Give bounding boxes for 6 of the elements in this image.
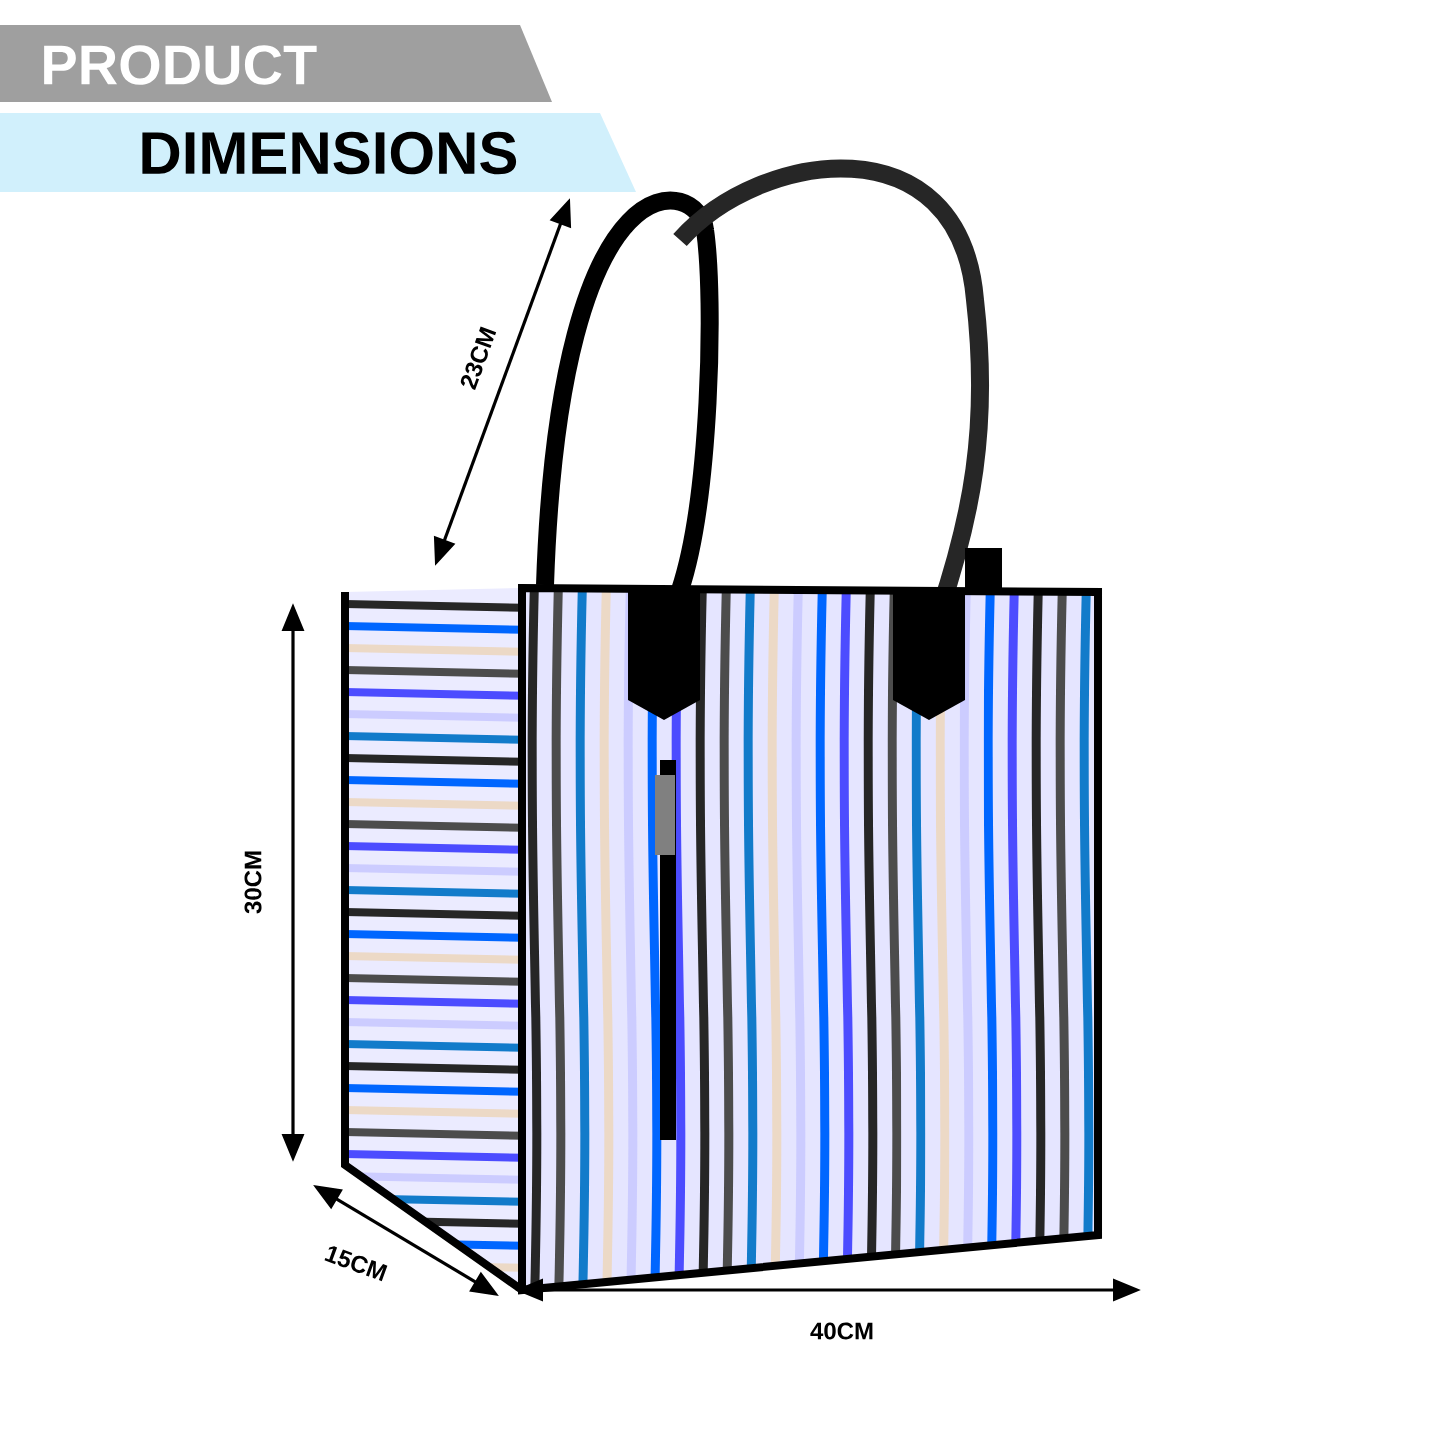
dimension-label: 15CM	[324, 1246, 388, 1282]
title-banner: DIMENSIONS	[0, 113, 636, 192]
dimension-label: 30CM	[244, 851, 262, 914]
title-banner: PRODUCT	[0, 25, 552, 102]
dimension-label: 40CM	[810, 1322, 873, 1340]
dimension-label: 23CM	[460, 326, 497, 391]
